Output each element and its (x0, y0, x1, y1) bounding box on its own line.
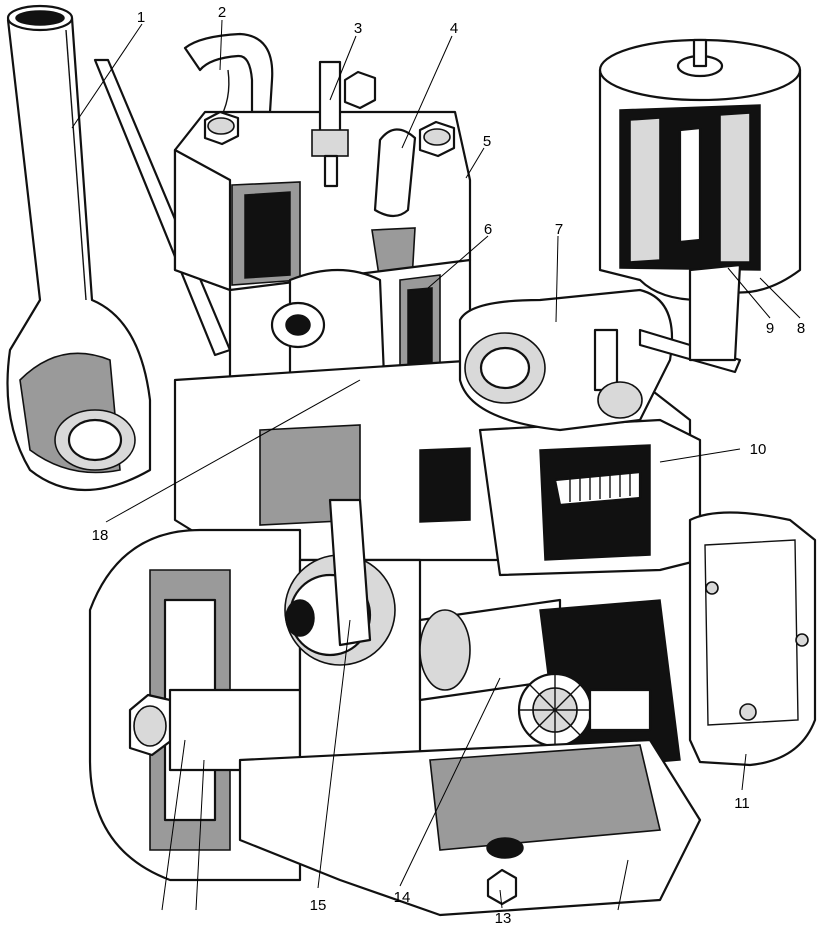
callout-label-3: 3 (354, 20, 362, 37)
leader-15 (317, 619, 351, 889)
leader-2 (219, 19, 223, 71)
callout-label-13: 13 (495, 910, 512, 927)
leader-1 (71, 23, 143, 129)
timing-gears (517, 599, 681, 771)
callout-label-5: 5 (483, 133, 491, 150)
callout-label-18: 18 (92, 527, 109, 544)
callout-label-1: 1 (137, 9, 145, 26)
air-filter-wing-nut (676, 38, 724, 78)
callout-label-4: 4 (450, 20, 458, 37)
leader-18 (105, 379, 361, 523)
air-filter-element (619, 104, 761, 271)
callout-label-11: 11 (734, 795, 750, 812)
fuel-injector (311, 60, 377, 188)
exhaust-pipe (6, 4, 152, 492)
fuel-pipe (183, 32, 274, 123)
head-nut-left (203, 110, 240, 146)
callout-label-7: 7 (555, 221, 563, 238)
leader-13 (499, 889, 503, 909)
callout-label-9: 9 (766, 320, 774, 337)
decompressor (371, 128, 417, 283)
callout-label-6: 6 (484, 221, 492, 238)
leader-unl-a (161, 739, 186, 911)
callout-label-8: 8 (797, 320, 805, 337)
leader-lines (71, 19, 801, 911)
leader-7 (555, 235, 559, 323)
leader-8 (759, 277, 801, 319)
leader-10 (659, 448, 741, 463)
callout-label-15: 15 (310, 897, 327, 914)
callout-labels: 1 2 3 4 5 6 7 8 9 10 11 13 14 15 18 (92, 4, 806, 927)
leader-unl-c (617, 859, 629, 911)
side-cover (688, 511, 817, 767)
leader-9 (727, 267, 771, 319)
leader-3 (329, 35, 357, 101)
sump (238, 738, 702, 917)
drain-plug (486, 868, 518, 906)
leader-5 (465, 147, 485, 179)
air-filter (598, 38, 802, 362)
leader-4 (401, 35, 453, 149)
callout-label-10: 10 (750, 441, 767, 458)
callout-label-2: 2 (218, 4, 226, 21)
leader-6 (427, 235, 489, 289)
crankshaft-nut (128, 693, 174, 757)
callout-label-14: 14 (394, 889, 411, 906)
leader-11 (741, 753, 747, 791)
leader-unl-b (195, 759, 205, 911)
head-nut-right (418, 120, 456, 158)
governor-housing (478, 418, 702, 577)
leader-14 (399, 677, 501, 887)
